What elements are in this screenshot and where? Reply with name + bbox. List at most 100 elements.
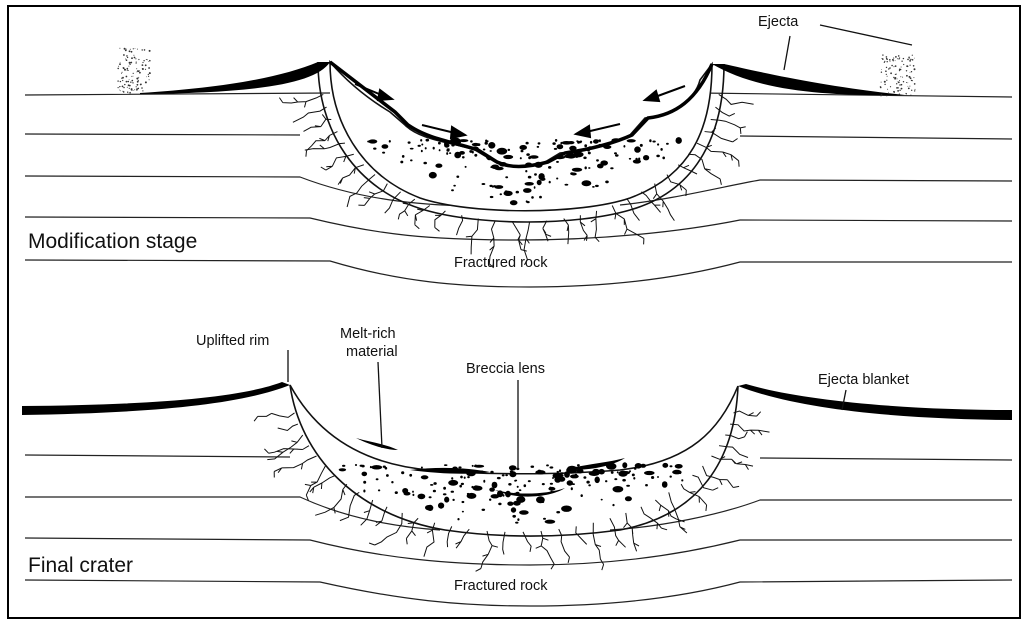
ejecta-spray-dot bbox=[899, 80, 900, 81]
breccia-clast bbox=[537, 146, 540, 148]
breccia-clast bbox=[617, 471, 619, 473]
ejecta-spray-dot bbox=[901, 67, 902, 68]
fracture-line bbox=[476, 531, 498, 571]
breccia-clast bbox=[439, 149, 441, 151]
fracture-line bbox=[466, 219, 478, 255]
breccia-clast bbox=[429, 172, 437, 179]
breccia-clast bbox=[517, 518, 519, 521]
ejecta-spray-dot bbox=[121, 73, 122, 74]
ejecta-spray-dot bbox=[888, 92, 889, 93]
breccia-clast bbox=[536, 496, 545, 503]
breccia-clast bbox=[626, 485, 630, 487]
breccia-clast bbox=[556, 161, 559, 163]
ejecta-spray-dot bbox=[126, 81, 128, 83]
ejecta-spray-dot bbox=[122, 91, 123, 92]
breccia-clast bbox=[670, 465, 673, 467]
breccia-clast bbox=[508, 149, 511, 151]
ejecta-spray-dot bbox=[131, 57, 133, 59]
breccia-clast bbox=[516, 191, 519, 194]
ejecta-spray-dot bbox=[898, 81, 900, 83]
crater-wall-bottom bbox=[290, 385, 738, 536]
ejecta-spray-dot bbox=[908, 88, 910, 90]
fracture-line bbox=[267, 435, 302, 460]
breccia-clast bbox=[453, 185, 456, 187]
fracture-line bbox=[610, 518, 626, 547]
breccia-clast bbox=[376, 478, 379, 480]
breccia-clast bbox=[460, 476, 463, 479]
breccia-clast bbox=[564, 471, 570, 478]
breccia-clast bbox=[421, 467, 423, 469]
breccia-clast bbox=[433, 482, 436, 485]
ejecta-spray-dot bbox=[128, 66, 129, 67]
arrow-head-4 bbox=[645, 91, 659, 101]
arrow-line-4 bbox=[655, 86, 685, 97]
breccia-clast bbox=[409, 474, 412, 477]
ejecta-spray-dot bbox=[901, 88, 903, 90]
breccia-clast bbox=[485, 140, 487, 143]
ejecta-spray-dot bbox=[128, 84, 130, 86]
fractured-rock-label-bottom: Fractured rock bbox=[454, 578, 548, 594]
breccia-clast bbox=[474, 154, 477, 157]
uplifted-rim-label: Uplifted rim bbox=[196, 333, 269, 349]
ejecta-spray-dot bbox=[147, 59, 148, 60]
breccia-clast bbox=[583, 157, 586, 160]
ejecta-spray-dot bbox=[895, 65, 897, 67]
breccia-clast bbox=[571, 487, 573, 490]
ejecta-spray-dot bbox=[133, 55, 134, 56]
ejecta-spray-dot bbox=[886, 80, 887, 81]
breccia-clast bbox=[635, 158, 637, 161]
modification-stage-label: Modification stage bbox=[28, 230, 197, 253]
breccia-clast bbox=[382, 152, 385, 154]
breccia-clast bbox=[490, 150, 492, 152]
breccia-clast bbox=[420, 139, 422, 142]
ejecta-spray-dot bbox=[137, 72, 138, 73]
breccia-clast bbox=[421, 150, 423, 153]
crater-floor-bottom bbox=[290, 385, 738, 474]
ejecta-spray-dot bbox=[897, 82, 898, 83]
breccia-clast bbox=[462, 156, 465, 158]
ejecta-spray-dot bbox=[886, 74, 887, 75]
ejecta-spray-dot bbox=[138, 80, 139, 81]
breccia-clast bbox=[519, 145, 527, 150]
ejecta-spray-dot bbox=[127, 57, 128, 58]
ejecta-spray-dot bbox=[910, 65, 911, 66]
breccia-clast bbox=[472, 151, 474, 154]
ejecta-spray-dot bbox=[907, 59, 909, 61]
breccia-clast bbox=[503, 155, 513, 159]
breccia-clast bbox=[562, 141, 572, 145]
ejecta-spray-dot bbox=[132, 83, 133, 84]
breccia-clast bbox=[520, 157, 522, 159]
breccia-clast bbox=[612, 504, 614, 506]
arrow-line-3 bbox=[586, 124, 620, 132]
melt-rich-leader bbox=[378, 362, 382, 448]
breccia-clast bbox=[339, 468, 346, 471]
breccia-clast bbox=[451, 477, 453, 480]
breccia-clast bbox=[410, 148, 414, 150]
fracture-line bbox=[338, 165, 364, 185]
breccia-clast bbox=[599, 139, 601, 142]
breccia-clast bbox=[627, 139, 636, 142]
ejecta-spray-dot bbox=[910, 95, 911, 96]
breccia-clast bbox=[400, 161, 403, 164]
ejecta-spray-dot bbox=[889, 67, 891, 69]
breccia-clast bbox=[462, 501, 465, 503]
breccia-clast bbox=[675, 464, 683, 469]
ejecta-spray-dot bbox=[895, 74, 896, 75]
fracture-line bbox=[369, 513, 402, 545]
melt-rich-label-2: material bbox=[346, 344, 398, 360]
ejecta-spray-dot bbox=[896, 74, 897, 75]
breccia-clast bbox=[500, 193, 502, 195]
breccia-clast bbox=[549, 487, 551, 490]
breccia-clast bbox=[543, 518, 546, 520]
breccia-clast bbox=[651, 476, 654, 479]
breccia-clast bbox=[446, 149, 449, 151]
breccia-clast bbox=[521, 150, 524, 153]
breccia-clast bbox=[523, 188, 532, 193]
breccia-clast bbox=[588, 152, 591, 155]
breccia-clast bbox=[438, 142, 441, 145]
ejecta-spray-dot bbox=[881, 94, 883, 96]
fracture-line bbox=[624, 513, 640, 551]
breccia-clast bbox=[452, 499, 454, 501]
ejecta-spray-dot bbox=[120, 81, 121, 82]
breccia-clast bbox=[552, 142, 555, 145]
